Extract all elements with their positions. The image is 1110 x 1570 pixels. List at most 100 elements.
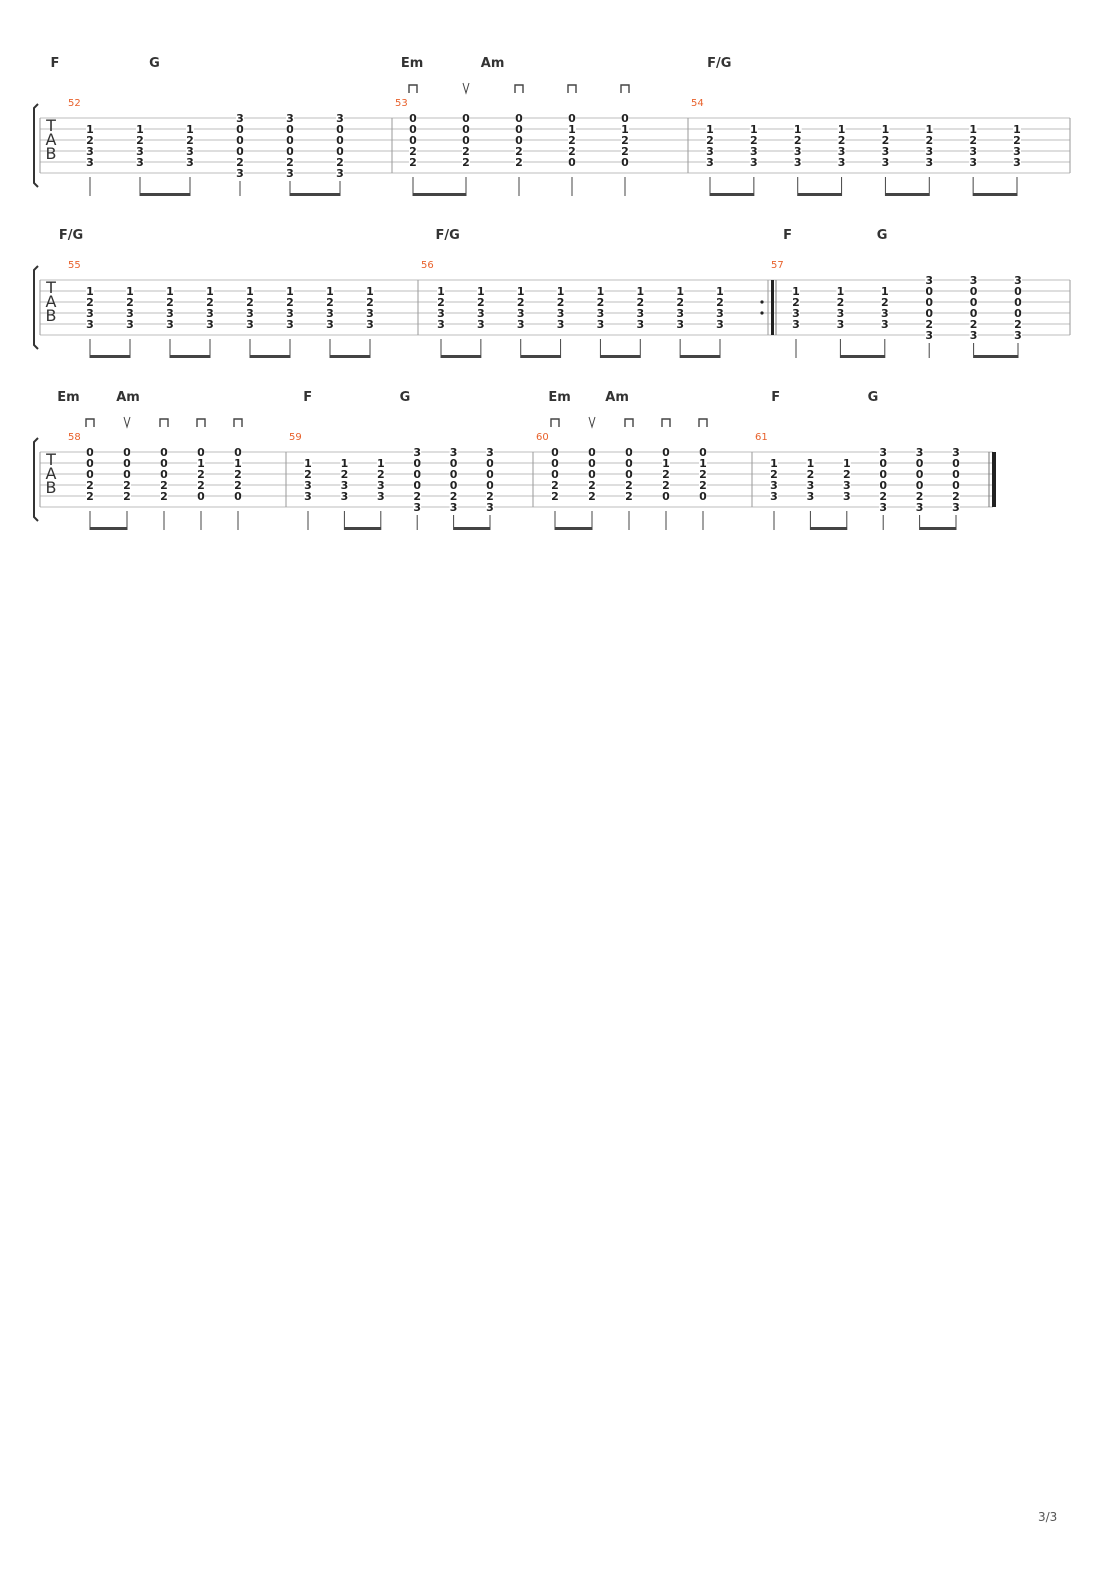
fret-background	[123, 469, 131, 479]
fret-number: 0	[462, 112, 470, 125]
fret-background	[166, 286, 174, 296]
fret-background	[925, 124, 934, 134]
fret-number: 3	[557, 307, 565, 320]
fret-background	[476, 286, 485, 296]
fret-background	[842, 458, 851, 468]
fret-number: 3	[206, 307, 214, 320]
fret-number: 2	[794, 134, 802, 147]
fret-number: 3	[970, 274, 978, 287]
fret-background	[413, 469, 422, 479]
fret-background	[1013, 124, 1021, 134]
fret-background	[197, 458, 205, 468]
fret-background	[836, 319, 845, 329]
downstroke-icon	[624, 418, 634, 427]
fret-number: 0	[879, 468, 887, 481]
fret-background	[588, 447, 596, 457]
fret-number: 1	[621, 123, 629, 136]
bar-number: 55	[68, 260, 81, 271]
tab-clef-letter: T	[45, 450, 56, 469]
fret-number: 2	[925, 318, 933, 331]
fret-background	[969, 297, 978, 307]
fret-number: 1	[366, 285, 374, 298]
fret-number: 2	[486, 490, 494, 503]
system-bracket	[33, 437, 39, 522]
fret-number: 3	[1013, 145, 1021, 158]
fret-number: 3	[636, 318, 644, 331]
chord-name: Em	[548, 390, 570, 405]
fret-background	[625, 458, 633, 468]
fret-background	[449, 447, 458, 457]
fret-number: 0	[551, 468, 559, 481]
fret-number: 2	[807, 468, 815, 481]
fret-number: 0	[450, 479, 458, 492]
fret-number: 1	[186, 123, 194, 136]
fret-number: 2	[166, 296, 174, 309]
fret-number: 2	[136, 134, 144, 147]
fret-background	[462, 146, 470, 156]
fret-number: 1	[126, 285, 134, 298]
fret-background	[286, 308, 294, 318]
fret-number: 2	[551, 479, 559, 492]
fret-number: 1	[969, 123, 977, 136]
fret-number: 2	[1014, 318, 1022, 331]
fret-number: 0	[662, 490, 670, 503]
page-number: 3/3	[1038, 1510, 1058, 1524]
note-beam	[600, 355, 641, 358]
fret-background	[326, 308, 334, 318]
fret-background	[234, 469, 242, 479]
fret-background	[234, 491, 242, 501]
fret-number: 2	[636, 296, 644, 309]
note-beam	[710, 193, 754, 196]
fret-background	[969, 286, 978, 296]
fret-background	[699, 469, 707, 479]
fret-number: 3	[838, 145, 846, 158]
fret-background	[515, 135, 523, 145]
note-beam	[441, 355, 481, 358]
fret-background	[969, 157, 978, 167]
fret-background	[304, 469, 312, 479]
fret-background	[676, 297, 685, 307]
fret-number: 3	[246, 318, 254, 331]
note-beam	[840, 355, 885, 358]
fret-background	[186, 157, 194, 167]
fret-background	[1014, 297, 1022, 307]
fret-background	[515, 146, 523, 156]
fret-number: 2	[588, 490, 596, 503]
fret-background	[836, 286, 845, 296]
fret-number: 1	[568, 123, 576, 136]
fret-background	[449, 491, 458, 501]
fret-background	[234, 480, 242, 490]
fret-number: 2	[716, 296, 724, 309]
repeat-start-barline	[771, 280, 774, 335]
fret-number: 2	[662, 479, 670, 492]
fret-background	[706, 124, 714, 134]
fret-background	[793, 146, 802, 156]
fret-background	[842, 491, 851, 501]
fret-number: 3	[750, 156, 758, 169]
chord-name: Am	[605, 390, 629, 405]
fret-number: 2	[557, 296, 565, 309]
fret-number: 2	[326, 296, 334, 309]
tab-clef-letter: B	[46, 478, 57, 497]
fret-background	[915, 480, 924, 490]
downstroke-icon	[698, 418, 708, 427]
fret-background	[625, 447, 633, 457]
fret-background	[136, 135, 144, 145]
fret-number: 2	[517, 296, 525, 309]
fret-number: 0	[86, 457, 94, 470]
fret-number: 0	[86, 468, 94, 481]
fret-number: 0	[409, 112, 417, 125]
fret-number: 3	[366, 307, 374, 320]
fret-background	[588, 480, 596, 490]
fret-background	[837, 157, 846, 167]
fret-number: 3	[437, 307, 445, 320]
chord-name: F/G	[707, 56, 731, 71]
fret-background	[969, 330, 978, 340]
fret-background	[969, 146, 978, 156]
fret-number: 2	[969, 134, 977, 147]
fret-background	[770, 469, 778, 479]
fret-background	[486, 458, 494, 468]
fret-background	[304, 458, 312, 468]
fret-number: 3	[952, 446, 960, 459]
fret-background	[1014, 286, 1022, 296]
